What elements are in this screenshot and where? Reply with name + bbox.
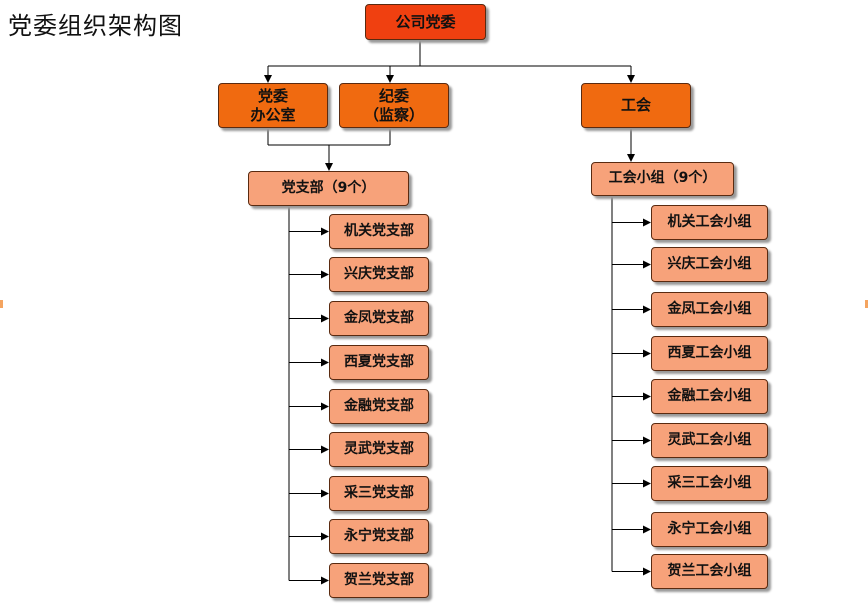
union-group-label: 金凤工会小组 bbox=[667, 300, 752, 317]
union-group-box: 西夏工会小组 bbox=[651, 336, 768, 371]
discipline-committee-label-line2: （监察） bbox=[363, 105, 424, 124]
party-branch-label: 兴庆党支部 bbox=[344, 265, 414, 282]
party-branch-label: 贺兰党支部 bbox=[344, 571, 414, 588]
party-office-label-line1: 党委 bbox=[257, 86, 288, 105]
party-branch-box: 机关党支部 bbox=[329, 214, 429, 249]
union-group-label: 贺兰工会小组 bbox=[667, 562, 752, 579]
party-office-box: 党委 办公室 bbox=[218, 83, 328, 128]
diagram-title: 党委组织架构图 bbox=[8, 12, 183, 40]
union-group-label: 采三工会小组 bbox=[667, 474, 752, 491]
party-branch-box: 金融党支部 bbox=[329, 389, 429, 424]
party-branch-box: 贺兰党支部 bbox=[329, 563, 429, 598]
union-group-label: 永宁工会小组 bbox=[667, 520, 752, 537]
party-branch-parent-label: 党支部（9个） bbox=[281, 179, 376, 196]
party-branch-box: 灵武党支部 bbox=[329, 432, 429, 467]
party-branch-parent-box: 党支部（9个） bbox=[248, 171, 409, 206]
union-group-label: 金融工会小组 bbox=[667, 387, 752, 404]
union-group-box: 灵武工会小组 bbox=[651, 423, 768, 458]
party-branch-label: 西夏党支部 bbox=[344, 353, 414, 370]
edge-marker-left bbox=[0, 300, 3, 308]
party-branch-box: 采三党支部 bbox=[329, 476, 429, 511]
union-group-box: 金融工会小组 bbox=[651, 379, 768, 414]
edge-marker-right bbox=[865, 300, 868, 308]
union-group-box: 采三工会小组 bbox=[651, 466, 768, 501]
party-branch-label: 采三党支部 bbox=[344, 484, 414, 501]
party-branch-label: 灵武党支部 bbox=[344, 440, 414, 457]
party-branch-box: 永宁党支部 bbox=[329, 519, 429, 554]
company-party-committee-label: 公司党委 bbox=[395, 12, 456, 31]
union-group-label: 兴庆工会小组 bbox=[667, 255, 752, 272]
party-branch-box: 金凤党支部 bbox=[329, 301, 429, 336]
union-group-box: 兴庆工会小组 bbox=[651, 247, 768, 282]
union-group-label: 西夏工会小组 bbox=[667, 344, 752, 361]
party-branch-box: 兴庆党支部 bbox=[329, 257, 429, 292]
discipline-committee-label-line1: 纪委 bbox=[378, 86, 409, 105]
union-group-label: 机关工会小组 bbox=[667, 213, 752, 230]
union-label: 工会 bbox=[620, 96, 651, 115]
union-group-label: 灵武工会小组 bbox=[667, 431, 752, 448]
party-branch-label: 永宁党支部 bbox=[344, 527, 414, 544]
party-branch-label: 金凤党支部 bbox=[344, 309, 414, 326]
union-group-box: 贺兰工会小组 bbox=[651, 554, 768, 589]
company-party-committee-box: 公司党委 bbox=[365, 4, 486, 40]
party-office-label-line2: 办公室 bbox=[250, 105, 296, 124]
party-branch-label: 机关党支部 bbox=[344, 222, 414, 239]
party-branch-box: 西夏党支部 bbox=[329, 345, 429, 380]
union-group-box: 永宁工会小组 bbox=[651, 512, 768, 547]
party-branch-label: 金融党支部 bbox=[344, 397, 414, 414]
union-group-box: 机关工会小组 bbox=[651, 205, 768, 240]
union-group-parent-label: 工会小组（9个） bbox=[608, 170, 717, 187]
discipline-committee-box: 纪委 （监察） bbox=[339, 83, 449, 128]
union-group-parent-box: 工会小组（9个） bbox=[591, 162, 734, 196]
union-box: 工会 bbox=[581, 83, 691, 128]
union-group-box: 金凤工会小组 bbox=[651, 292, 768, 327]
